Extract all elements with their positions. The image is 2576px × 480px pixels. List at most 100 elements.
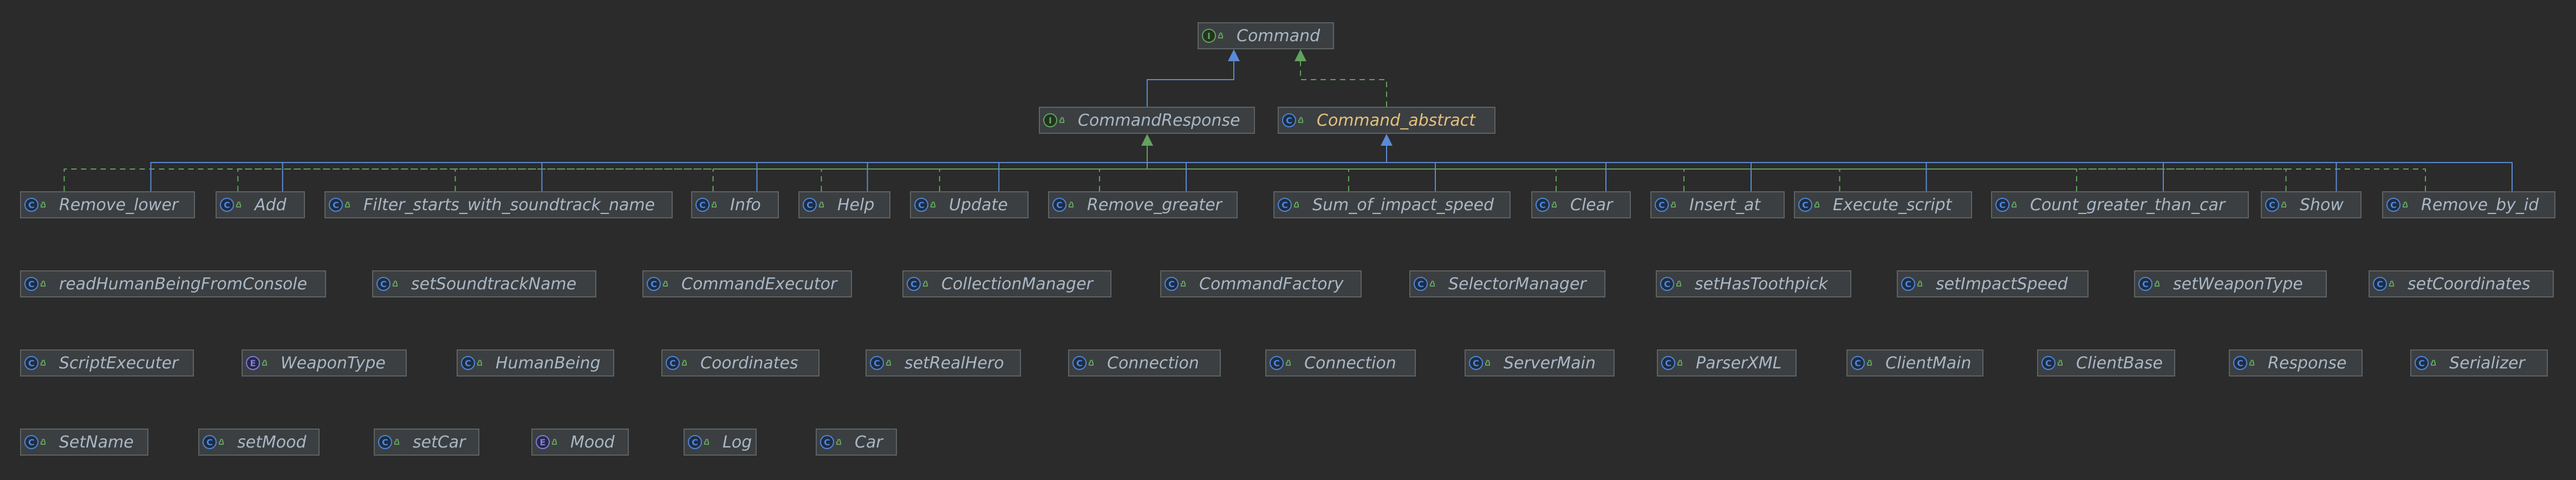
- class-name: Count_greater_than_car: [2030, 195, 2226, 215]
- class-icon: C: [1278, 198, 1292, 212]
- public-lock-icon: [1814, 202, 1821, 208]
- public-lock-icon: [2249, 360, 2256, 366]
- class-icon: C: [1901, 277, 1915, 291]
- class-name: Coordinates: [700, 353, 798, 373]
- class-node-commandresponse[interactable]: I CommandResponse: [1039, 107, 1255, 134]
- edge-implements-help-to-commandresponse: [821, 146, 1148, 191]
- class-icon: C: [2138, 277, 2152, 291]
- public-lock-icon: [41, 281, 47, 287]
- edge-extends-filter_starts_with_soundtrack_name-to-command_abstract: [541, 146, 1387, 191]
- class-icon: C: [1165, 277, 1179, 291]
- class-icon: C: [1270, 356, 1284, 370]
- class-name: setSoundtrackName: [411, 274, 577, 294]
- class-node-commandfactory[interactable]: C CommandFactory: [1160, 270, 1362, 297]
- public-lock-icon: [1671, 202, 1677, 208]
- class-name: setWeaponType: [2173, 274, 2303, 294]
- edge-extends-count_greater_than_car-to-command_abstract: [1386, 146, 2164, 191]
- class-name: CommandFactory: [1199, 274, 1344, 294]
- class-name: setHasToothpick: [1695, 274, 1828, 294]
- public-lock-icon: [923, 281, 929, 287]
- edge-implements-insert_at-to-commandresponse: [1147, 146, 1684, 191]
- public-lock-icon: [41, 202, 47, 208]
- class-name: Log: [723, 432, 752, 452]
- public-lock-icon: [1430, 281, 1436, 287]
- class-icon: C: [870, 356, 884, 370]
- public-lock-icon: [1059, 117, 1066, 124]
- edge-implements-info-to-commandresponse: [712, 146, 1148, 191]
- class-name: Filter_starts_with_soundtrack_name: [363, 195, 655, 215]
- public-lock-icon: [477, 360, 484, 366]
- class-name: setMood: [237, 432, 307, 452]
- class-icon: C: [647, 277, 661, 291]
- public-lock-icon: [219, 439, 225, 445]
- class-name: setImpactSpeed: [1936, 274, 2068, 294]
- class-name: CommandResponse: [1078, 111, 1240, 130]
- class-icon: C: [803, 198, 817, 212]
- class-node-log[interactable]: C Log: [684, 429, 757, 456]
- edge-extends-help-to-command_abstract: [867, 146, 1387, 191]
- edge-implements-remove_lower-to-commandresponse: [63, 146, 1148, 191]
- edge-implements-remove_by_id-to-commandresponse: [1147, 146, 2426, 191]
- edge-arrowhead: [1141, 134, 1153, 146]
- interface-icon: I: [1043, 113, 1057, 127]
- class-icon: C: [203, 435, 217, 449]
- public-lock-icon: [552, 439, 558, 445]
- edge-extends-sum_of_impact_speed-to-command_abstract: [1386, 146, 1436, 191]
- class-name: Remove_greater: [1087, 195, 1222, 215]
- enum-icon: E: [536, 435, 550, 449]
- public-lock-icon: [1089, 360, 1095, 366]
- class-icon: C: [2415, 356, 2429, 370]
- edge-implements-remove_greater-to-commandresponse: [1099, 146, 1148, 191]
- public-lock-icon: [1485, 360, 1492, 366]
- edge-extends-add-to-command_abstract: [282, 146, 1387, 191]
- class-icon: C: [1661, 356, 1675, 370]
- class-icon: C: [688, 435, 702, 449]
- public-lock-icon: [2281, 202, 2288, 208]
- edge-extends-remove_greater-to-command_abstract: [1186, 146, 1387, 191]
- class-name: Insert_at: [1689, 195, 1761, 215]
